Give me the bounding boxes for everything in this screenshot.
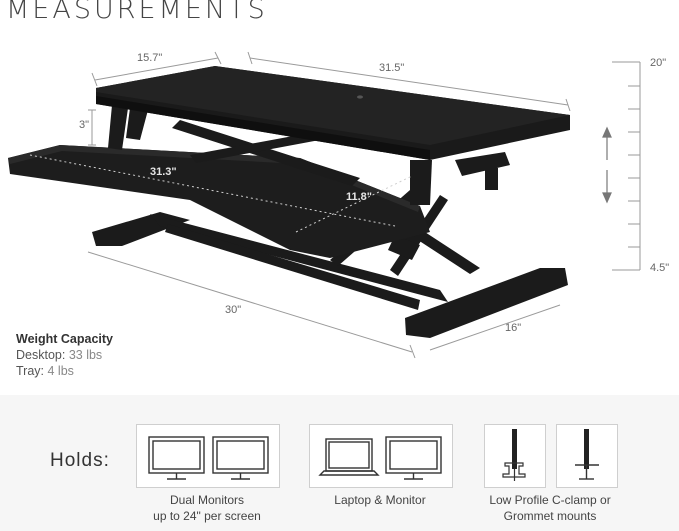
clamp-grommet-caption: Low Profile C-clamp or Grommet mounts <box>489 493 611 523</box>
laptop-monitor-card <box>309 424 453 488</box>
c-clamp-card <box>484 424 546 488</box>
tray-dimension-lines <box>29 154 413 233</box>
grommet-card <box>556 424 618 488</box>
laptop-monitor-icon <box>318 436 442 480</box>
tray-depth-label: 11.8" <box>346 191 373 203</box>
desk-illustration <box>8 51 641 359</box>
grommet-icon <box>575 429 599 480</box>
laptop-monitor-caption: Laptop & Monitor <box>334 493 426 507</box>
dual-monitor-caption: Dual Monitors up to 24" per screen <box>153 493 261 523</box>
tray-width-label: 31.3" <box>150 166 177 178</box>
top-depth-label: 15.7" <box>137 52 163 64</box>
height-arrows <box>602 126 612 204</box>
dual-monitor-icon <box>148 436 269 480</box>
dual-monitor-card <box>136 424 280 488</box>
top-width-label: 31.5" <box>379 62 405 74</box>
holds-label: Holds: <box>50 450 110 471</box>
dimension-lines <box>87 51 641 359</box>
weight-capacity: Weight Capacity Desktop: 33 lbs Tray: 4 … <box>16 331 113 379</box>
height-max-label: 20" <box>650 57 667 69</box>
base-depth-label: 16" <box>505 322 522 334</box>
c-clamp-icon <box>502 429 526 481</box>
base-width-label: 30" <box>225 304 242 316</box>
page-title: MEASUREMENTS <box>6 0 268 25</box>
tray-capacity: Tray: 4 lbs <box>16 364 74 378</box>
top-thickness-label: 3" <box>79 119 90 131</box>
desktop-capacity: Desktop: 33 lbs <box>16 348 103 362</box>
weight-heading: Weight Capacity <box>16 332 114 346</box>
height-min-label: 4.5" <box>650 262 670 274</box>
